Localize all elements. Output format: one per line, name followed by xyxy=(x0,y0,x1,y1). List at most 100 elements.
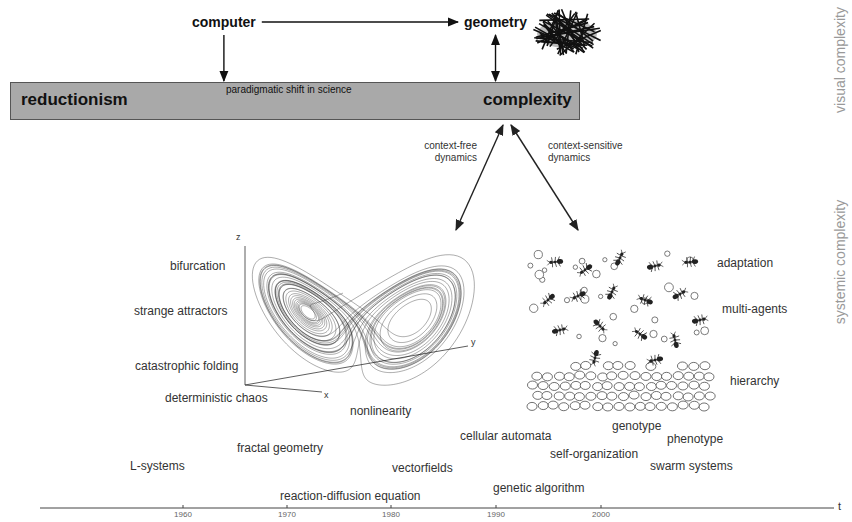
cell xyxy=(691,292,698,299)
concept-label: multi-agents xyxy=(722,302,787,316)
year-label: 1990 xyxy=(487,510,505,520)
concept-label: cellular automata xyxy=(460,429,551,443)
cell xyxy=(607,372,617,380)
year-label: 2000 xyxy=(592,510,610,520)
cell xyxy=(564,298,569,303)
cell xyxy=(677,362,687,370)
cell xyxy=(603,362,613,370)
cell xyxy=(586,372,596,380)
cell xyxy=(683,393,693,401)
ant-colony-illustration xyxy=(527,249,715,411)
cell xyxy=(662,372,672,380)
cell xyxy=(701,327,709,335)
year-label: 1960 xyxy=(174,510,192,520)
cell xyxy=(661,336,667,342)
paradigm-bar: paradigmatic shift in science reductionis… xyxy=(10,82,580,120)
cell xyxy=(559,403,569,411)
cell xyxy=(607,392,617,400)
cell xyxy=(560,382,570,390)
cell xyxy=(542,392,552,400)
cell xyxy=(534,250,542,258)
cell xyxy=(678,382,688,390)
cell xyxy=(564,373,574,381)
node-label: reductionism xyxy=(19,91,130,109)
network-strut xyxy=(546,15,593,48)
ant xyxy=(682,256,699,267)
section-label: systemic complexity xyxy=(832,200,848,324)
cell xyxy=(641,372,651,380)
cell xyxy=(635,402,645,410)
ant xyxy=(576,261,595,278)
concept-label: swarm systems xyxy=(650,459,733,473)
arrow-label: context-sensitive dynamics xyxy=(548,140,638,164)
cell xyxy=(580,381,590,389)
cell xyxy=(625,403,635,411)
paradigm-term: complexity xyxy=(481,91,574,109)
cell xyxy=(629,391,639,399)
cell xyxy=(699,382,709,390)
concept-label: self-organization xyxy=(550,447,638,461)
arrow-label: context-free dynamics xyxy=(405,140,477,164)
cell xyxy=(533,391,543,399)
cell xyxy=(532,372,542,380)
cell xyxy=(619,393,629,401)
concept-label: fractal geometry xyxy=(237,441,323,455)
cell xyxy=(542,373,552,381)
geometry-network-illustration xyxy=(533,9,600,55)
cell xyxy=(694,330,699,335)
year-label: 1970 xyxy=(278,510,296,520)
time-axis xyxy=(40,508,834,509)
concept-label: reaction-diffusion equation xyxy=(280,489,421,503)
cell xyxy=(565,392,575,400)
cell xyxy=(586,392,596,400)
cell xyxy=(634,383,644,391)
cell xyxy=(613,361,623,369)
concept-term: computer xyxy=(190,13,258,31)
ant xyxy=(588,349,602,367)
bar-caption: paradigmatic shift in science xyxy=(226,84,352,96)
cell xyxy=(530,304,538,312)
year-label: 1980 xyxy=(382,510,400,520)
ant xyxy=(612,249,628,268)
concept-label: hierarchy xyxy=(730,374,779,388)
paradigm-term: reductionism xyxy=(19,91,130,109)
node-label: complexity xyxy=(481,91,574,109)
cell xyxy=(538,402,548,410)
lorenz-attractor xyxy=(252,255,474,385)
lorenz-axes xyxy=(245,246,468,392)
cell xyxy=(656,402,666,410)
cell xyxy=(645,403,655,411)
cell xyxy=(614,402,624,410)
attractor-trajectory xyxy=(252,255,474,385)
cell xyxy=(667,403,677,411)
cell xyxy=(549,382,559,390)
cell xyxy=(571,362,581,370)
cell xyxy=(527,402,537,410)
cell xyxy=(694,392,704,400)
cell xyxy=(652,373,662,381)
ant xyxy=(547,256,564,268)
cell xyxy=(593,270,601,278)
cell xyxy=(580,401,590,409)
cell xyxy=(571,381,581,389)
cell xyxy=(579,258,585,264)
network-strut xyxy=(533,29,579,49)
ant xyxy=(631,325,650,342)
ant xyxy=(646,353,664,366)
cell xyxy=(527,381,537,389)
ant xyxy=(569,288,588,304)
concept-label: vectorfields xyxy=(392,461,453,475)
cell xyxy=(614,383,624,391)
concept-term: geometry xyxy=(462,13,529,31)
ant xyxy=(691,313,709,326)
node-label: geometry xyxy=(462,13,529,31)
cell xyxy=(625,362,635,370)
concept-label: adaptation xyxy=(717,256,773,270)
cell xyxy=(646,383,656,391)
cell xyxy=(667,381,677,389)
concept-label: genetic algorithm xyxy=(493,481,584,495)
ant xyxy=(591,317,610,336)
cell xyxy=(684,372,694,380)
concept-label: nonlinearity xyxy=(350,404,411,418)
